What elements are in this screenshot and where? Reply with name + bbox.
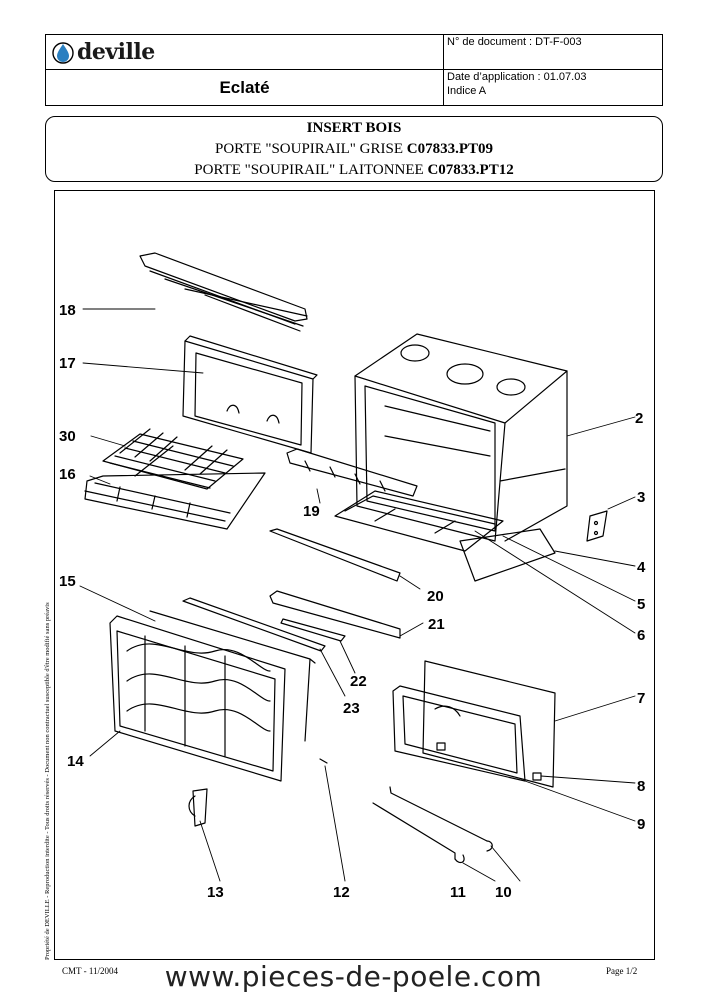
part-12-pin (319, 758, 328, 764)
footer-code: CMT - 11/2004 (62, 966, 119, 976)
application-date: Date d’application : 01.07.03 (447, 71, 587, 83)
variant-grey-text: PORTE "SOUPIRAIL" GRISE (214, 141, 407, 157)
drop-logo-icon (52, 42, 74, 64)
watermark-url: www.pieces-de-poele.com (164, 960, 543, 993)
part-number-4: 4 (637, 559, 646, 576)
page-number: Page 1/2 (606, 966, 638, 976)
page-title: Eclaté (219, 78, 270, 97)
part-23-bar (182, 597, 326, 652)
part-number-7: 7 (637, 690, 645, 707)
part-16-grate-support (84, 472, 266, 530)
part-30-grate (102, 428, 244, 490)
part-number-23: 23 (343, 700, 360, 717)
part-10-11-rods (372, 786, 493, 864)
part-3-small-bracket (586, 510, 608, 542)
brand-name: deville (77, 39, 155, 65)
header-divider-horizontal (46, 69, 662, 70)
exploded-view-drawing: 18 17 30 16 2 3 4 5 6 7 8 9 10 11 12 13 … (59, 252, 646, 901)
variant-brass-code: C07833.PT12 (427, 162, 514, 178)
part-number-12: 12 (333, 884, 350, 901)
product-variant-brass: PORTE "SOUPIRAIL" LAITONNEE C07833.PT12 (46, 160, 662, 181)
part-number-10: 10 (495, 884, 512, 901)
variant-brass-text: PORTE "SOUPIRAIL" LAITONNEE (194, 162, 428, 178)
part-number-16: 16 (59, 466, 76, 483)
part-number-30: 30 (59, 428, 76, 445)
part-20-bar (269, 528, 401, 582)
part-4-bottom-plate (459, 528, 556, 582)
index-label: Indice A (447, 85, 487, 97)
part-number-15: 15 (59, 573, 76, 590)
part-number-3: 3 (637, 489, 645, 506)
exploded-view-frame: 18 17 30 16 2 3 4 5 6 7 8 9 10 11 12 13 … (54, 190, 655, 960)
header-divider-vertical (443, 35, 444, 105)
part-13-latch (188, 788, 208, 827)
part-18-deflector (139, 252, 308, 332)
part-19-bracket (286, 448, 418, 497)
part-number-17: 17 (59, 355, 76, 372)
part-number-19: 19 (303, 503, 320, 520)
leader-lines (79, 308, 636, 882)
part-7-8-9-glass (392, 660, 556, 788)
part-number-11: 11 (450, 884, 466, 901)
part-number-21: 21 (428, 616, 445, 633)
document-number: N° de document : DT-F-003 (447, 36, 582, 48)
product-variant-grey: PORTE "SOUPIRAIL" GRISE C07833.PT09 (46, 139, 662, 160)
part-number-2: 2 (635, 410, 643, 427)
product-name: INSERT BOIS (306, 120, 402, 136)
part-number-20: 20 (427, 588, 444, 605)
legal-notice: Propriété de DEVILLE - Reproduction inte… (44, 602, 51, 960)
part-14-15-door (109, 610, 316, 782)
part-number-18: 18 (59, 302, 76, 319)
application-info: Date d’application : 01.07.03 Indice A (447, 70, 586, 98)
part-17-baffle (182, 335, 318, 454)
brand-logo: deville (52, 38, 155, 66)
part-number-14: 14 (67, 753, 84, 770)
header-table: deville Eclaté N° de document : DT-F-003… (45, 34, 663, 106)
part-number-22: 22 (350, 673, 367, 690)
part-number-5: 5 (637, 596, 645, 613)
part-number-13: 13 (207, 884, 224, 901)
part-21-22-bars (269, 590, 401, 642)
part-number-6: 6 (637, 627, 645, 644)
part-number-8: 8 (637, 778, 645, 795)
variant-grey-code: C07833.PT09 (406, 141, 494, 157)
part-number-9: 9 (637, 816, 645, 833)
part-5-6-tray (334, 490, 504, 552)
part-2-firebox (354, 333, 568, 542)
product-box: INSERT BOIS PORTE "SOUPIRAIL" GRISE C078… (45, 116, 663, 182)
title-cell: Eclaté (46, 70, 443, 106)
